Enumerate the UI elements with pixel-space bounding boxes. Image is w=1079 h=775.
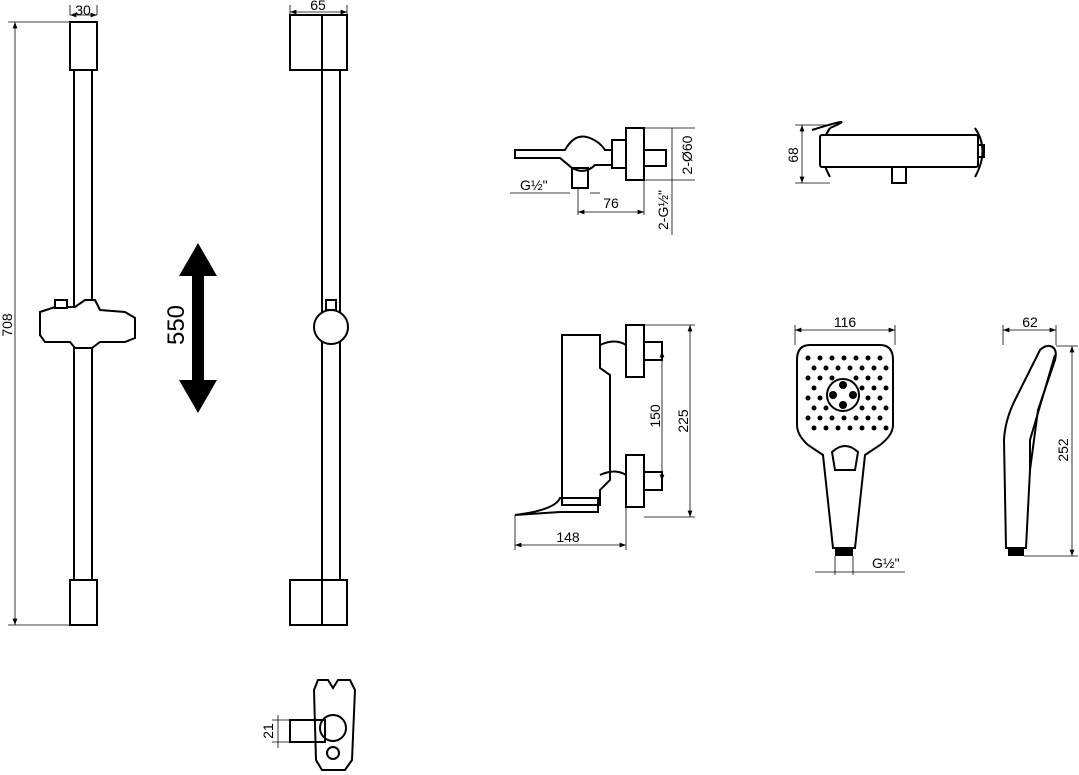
center-nozzle [829,391,837,399]
spray-nozzle [853,355,859,361]
spray-nozzle [865,375,871,381]
spray-nozzle [817,375,823,381]
mixer-depth-dim: 76 [603,195,619,211]
spray-nozzle [859,365,865,371]
spray-nozzle [805,395,811,401]
spray-nozzle [847,365,853,371]
spray-nozzle [877,375,883,381]
mixer-thread-dim: G½" [520,177,548,193]
spray-nozzle [817,395,823,401]
spray-nozzle [859,385,865,391]
spray-nozzle [841,355,847,361]
center-nozzle [849,391,857,399]
spray-nozzle [841,415,847,421]
spray-nozzle [871,425,877,431]
handshower-width-dim: 116 [834,314,857,330]
spray-nozzle [811,405,817,411]
center-nozzle [839,401,847,409]
mixer-diameter-dim: 2-Ø60 [679,135,695,174]
holder-view: 21 [260,679,357,771]
rail-side-view: 65 [289,0,349,626]
rail-front-view: 30 708 [0,2,136,626]
spray-nozzle [853,415,859,421]
handshower-depth-dim: 62 [1022,314,1038,330]
mixer-outlet-thread-dim: 2-G½" [655,190,671,230]
spray-nozzle [877,355,883,361]
spray-nozzle [835,425,841,431]
spray-nozzle [859,425,865,431]
mixer-profile-view: 148 150 225 [514,324,695,550]
handshower-length-dim: 252 [1055,438,1071,462]
spray-nozzle [883,425,889,431]
spray-nozzle [811,425,817,431]
spray-nozzle [805,375,811,381]
spray-nozzle [883,385,889,391]
handshower-thread-dim: G½" [872,555,900,571]
rail-height-dim: 708 [0,313,15,337]
slide-range-label: 550 [163,305,190,345]
mixer-top-view: 68 [785,121,985,184]
rail-depth-dim: 65 [310,0,326,13]
spray-nozzle [853,375,859,381]
rail-width-dim: 30 [75,2,91,18]
handshower-side-view: 62 252 [1002,314,1078,557]
spray-nozzle [823,405,829,411]
holder-dim: 21 [260,723,276,739]
spray-nozzle [847,425,853,431]
spray-nozzle [835,365,841,371]
spray-nozzle [865,395,871,401]
mixer-height-dim: 225 [675,409,691,433]
spray-nozzle [811,365,817,371]
handshower-front-view: 116 G½" [794,314,905,575]
spray-nozzle [883,365,889,371]
spray-nozzle [823,365,829,371]
mixer-top-height-dim: 68 [785,147,801,163]
slide-range-arrow: 550 [163,243,217,413]
spray-nozzle [811,385,817,391]
spray-nozzle [817,415,823,421]
spray-nozzle [871,365,877,371]
spray-nozzle [829,415,835,421]
spray-nozzle [805,355,811,361]
spray-nozzle [859,405,865,411]
spray-nozzle [865,355,871,361]
spray-nozzle [871,385,877,391]
spray-nozzle [823,425,829,431]
mixer-side-view: G½" 76 2-Ø60 2-G½" [510,127,695,235]
spray-nozzle [877,395,883,401]
center-nozzle [839,381,847,389]
mixer-width-dim: 148 [556,529,580,545]
spray-nozzle [829,355,835,361]
mixer-spacing-dim: 150 [647,404,663,428]
spray-nozzle [883,405,889,411]
spray-nozzle [817,355,823,361]
spray-nozzle [877,415,883,421]
spray-nozzle [805,415,811,421]
spray-nozzle [871,405,877,411]
spray-nozzle [865,415,871,421]
spray-nozzle [829,375,835,381]
